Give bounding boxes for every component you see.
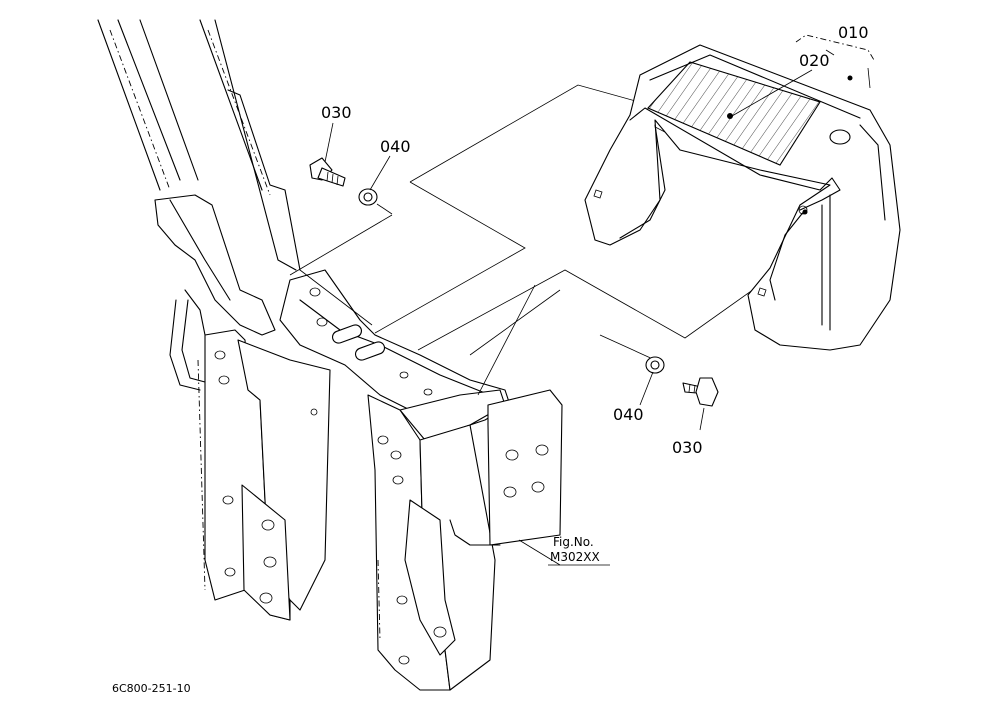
bolt-030-top [309,157,346,187]
callout-040-bottom: 040 [613,405,644,424]
figure-caption-line2: M302XX [550,550,600,564]
callout-030-bottom: 030 [672,438,703,457]
figure-caption-line1: Fig.No. [553,535,594,549]
callout-040-top: 040 [380,137,411,156]
left-upright-bracket [169,289,331,621]
left-arm-bracket [154,194,276,336]
washer-040-bottom [645,356,665,374]
washer-040-top [358,188,393,215]
part-010-cover [584,44,901,351]
loader-arms [97,19,301,271]
bolt-030-bottom [682,377,719,407]
leader-lines [324,34,875,566]
figure-number: Fig.No. M302XX [550,535,600,564]
callout-020: 020 [799,51,830,70]
callout-030-top: 030 [321,103,352,122]
part-020-decal [647,61,853,166]
drawing-code: 6C800-251-10 [112,682,191,695]
callout-010: 010 [838,23,869,42]
right-upright-bracket [367,389,563,691]
